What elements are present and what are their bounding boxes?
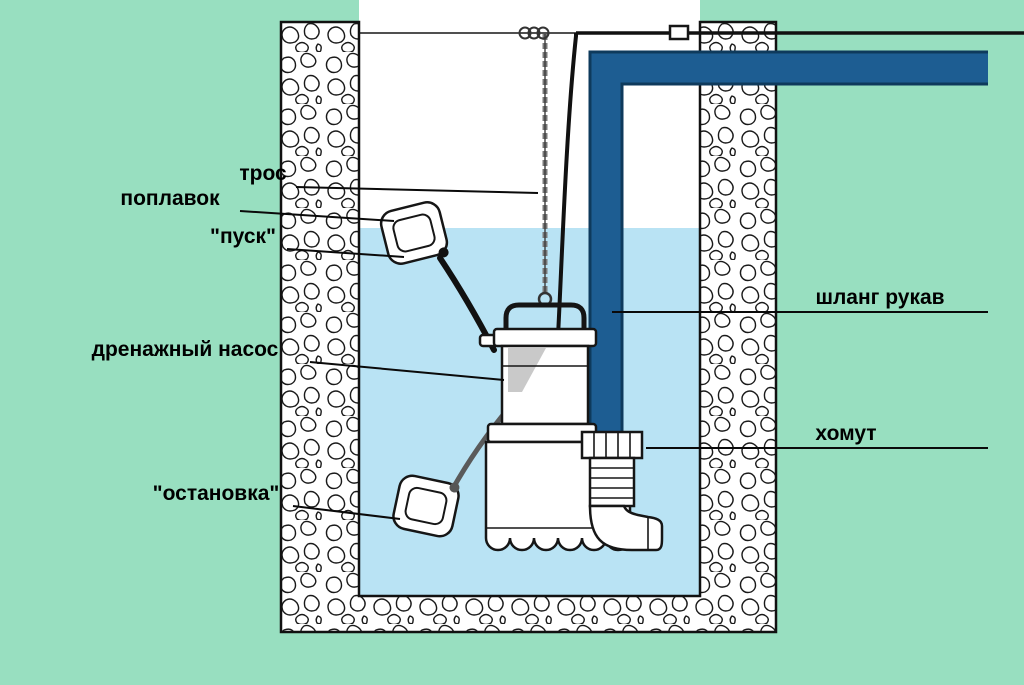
label-float: поплавок: [120, 187, 220, 210]
label-start: "пуск": [210, 225, 276, 248]
pump-handle: [503, 302, 587, 331]
discharge-pipe: [588, 50, 988, 445]
outlet-ridges: [591, 467, 633, 499]
label-hose: шланг рукав: [815, 286, 944, 309]
float-start-lug: [438, 247, 449, 258]
leader-line-start: [286, 248, 405, 258]
float-switch-stop: [392, 474, 460, 538]
label-stop: "остановка": [153, 482, 280, 505]
drainage-pump: [478, 302, 664, 552]
leader-line-rope: [295, 186, 539, 194]
label-rope: трос: [239, 162, 287, 185]
hose-clamp-coupling: [580, 430, 644, 460]
pump-top-cap: [492, 327, 598, 348]
pump-shading: [508, 348, 546, 392]
leader-lines: [239, 186, 988, 520]
cable-connector: [668, 24, 690, 41]
label-clamp: хомут: [815, 422, 876, 445]
float-switch-start: [379, 201, 449, 265]
label-pump: дренажный насос: [92, 338, 279, 361]
leader-line-pump: [309, 361, 505, 381]
spring-coil: [518, 26, 550, 40]
float-stop-lug: [449, 482, 460, 493]
leader-line-float: [239, 210, 395, 222]
outlet-elbow: [588, 504, 664, 552]
coupling-ridges: [593, 433, 631, 457]
pump-shoulder: [486, 422, 598, 444]
leader-line-stop: [292, 505, 401, 520]
power-cable: [556, 33, 578, 337]
